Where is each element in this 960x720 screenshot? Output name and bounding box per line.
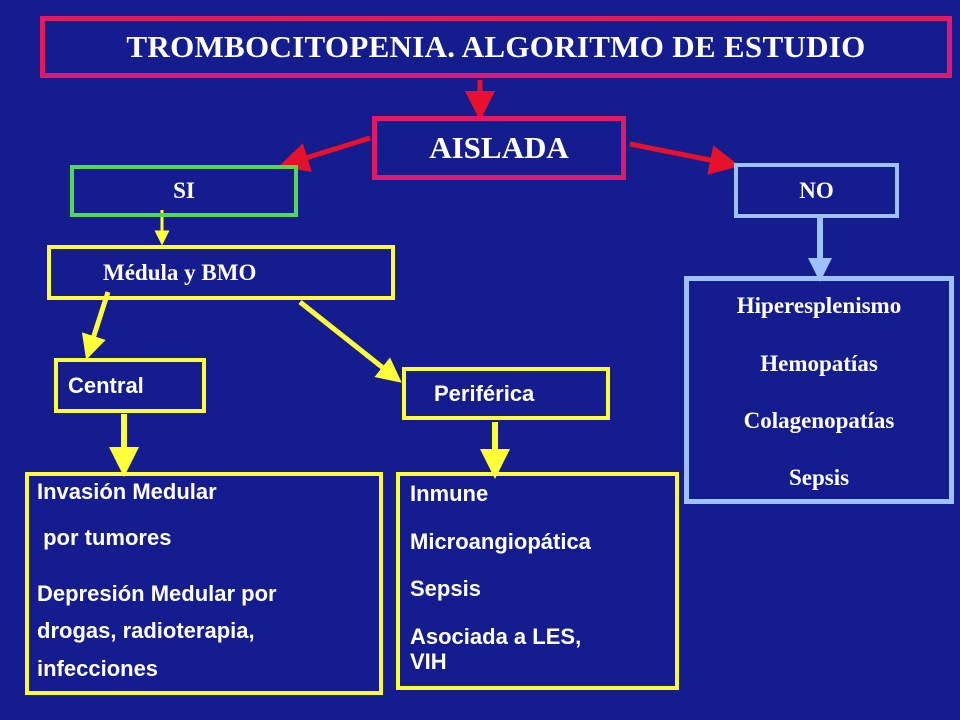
peripheral-cause-line: Inmune <box>410 481 489 506</box>
cause-item: Sepsis <box>788 465 850 490</box>
peripheral-cause-line: VIH <box>410 649 447 674</box>
node-medula-label: Médula y BMO <box>103 259 257 285</box>
peripheral-cause-line: Sepsis <box>410 576 481 601</box>
arrow-medula-to-central <box>81 291 111 360</box>
cause-item: Colagenopatías <box>743 408 895 433</box>
peripheral-cause-line: Microangiopática <box>410 529 591 554</box>
node-aislada: AISLADA <box>372 116 626 180</box>
node-central: Central <box>54 358 206 413</box>
diagram-title-text: TROMBOCITOPENIA. ALGORITMO DE ESTUDIO <box>126 29 866 64</box>
cause-item: Hemopatías <box>760 351 878 376</box>
cause-item: Hiperesplenismo <box>736 293 902 318</box>
node-central-label: Central <box>68 372 144 398</box>
node-medula: Médula y BMO <box>47 245 395 300</box>
central-cause-line: por tumores <box>37 525 172 550</box>
central-causes-box: Invasión Medular por tumores Depresión M… <box>25 472 383 695</box>
node-no: NO <box>734 163 899 218</box>
central-cause-line: drogas, radioterapia, <box>37 618 255 643</box>
node-periferica-label: Periférica <box>434 380 535 406</box>
peripheral-causes-box: Inmune Microangiopática Sepsis Asociada … <box>396 472 679 690</box>
arrow-aislada-to-no <box>629 141 740 175</box>
central-cause-line: Depresión Medular por <box>37 581 277 606</box>
arrow-medula-to-periferica <box>298 300 402 383</box>
node-aislada-label: AISLADA <box>429 130 569 165</box>
node-no-label: NO <box>799 177 834 203</box>
no-causes-box: Hiperesplenismo Hemopatías Colagenopatía… <box>684 276 954 504</box>
diagram-title: TROMBOCITOPENIA. ALGORITMO DE ESTUDIO <box>40 16 952 78</box>
node-si: SI <box>70 165 298 217</box>
peripheral-cause-line: Asociada a LES, <box>410 624 582 649</box>
arrow-aislada-to-si <box>278 135 371 172</box>
central-cause-line: infecciones <box>37 656 159 681</box>
node-periferica: Periférica <box>402 367 610 420</box>
central-cause-line: Invasión Medular <box>37 479 217 504</box>
node-si-label: SI <box>173 178 195 203</box>
